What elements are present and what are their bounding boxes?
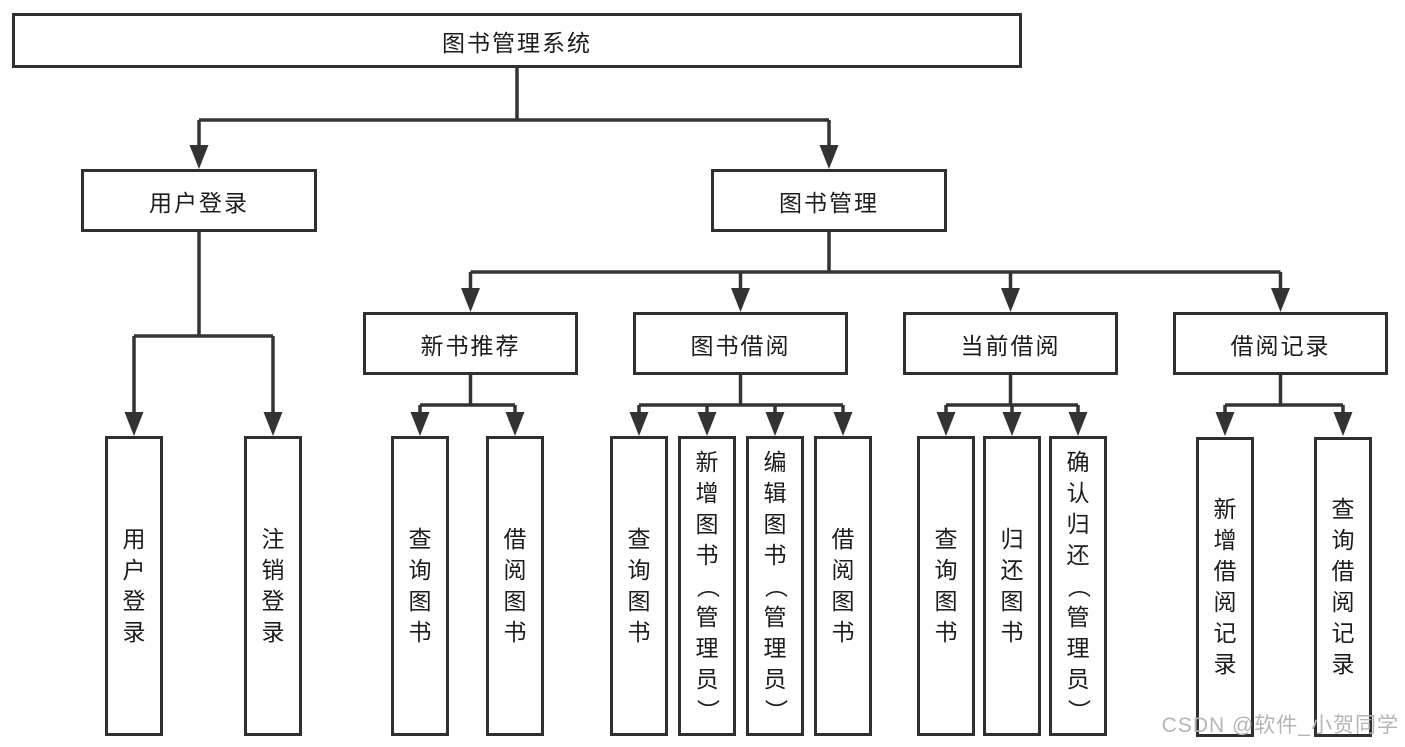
node-leaf-confirm-return-admin: 确认归还（管理员） xyxy=(1049,436,1107,736)
node-current-borrow-label: 当前借阅 xyxy=(960,332,1061,359)
node-leaf-borrow-query-books-label: 查询图书 xyxy=(627,526,651,645)
node-leaf-add-borrow-record-label: 新增借阅记录 xyxy=(1213,496,1237,677)
node-leaf-recommend-query-books-label: 查询图书 xyxy=(408,526,432,645)
node-book-borrow-label: 图书借阅 xyxy=(690,332,791,359)
node-current-borrow: 当前借阅 xyxy=(903,312,1118,375)
node-leaf-return-books: 归还图书 xyxy=(983,436,1041,736)
node-borrow-records-label: 借阅记录 xyxy=(1230,332,1331,359)
node-leaf-recommend-borrow-books-label: 借阅图书 xyxy=(503,526,527,645)
node-leaf-add-book-admin: 新增图书（管理员） xyxy=(678,436,736,736)
csdn-watermark: CSDN @软件_小贺同学 xyxy=(1161,714,1399,737)
node-user-login: 用户登录 xyxy=(81,169,317,232)
node-leaf-logout: 注销登录 xyxy=(244,436,302,736)
node-user-login-label: 用户登录 xyxy=(149,189,249,216)
node-leaf-edit-book-admin-label: 编辑图书（管理员） xyxy=(762,448,789,722)
node-leaf-query-borrow-record: 查询借阅记录 xyxy=(1314,437,1372,737)
node-root-system-label: 图书管理系统 xyxy=(442,29,592,56)
node-book-management-label: 图书管理 xyxy=(779,189,879,216)
node-borrow-records: 借阅记录 xyxy=(1173,312,1388,375)
node-new-book-recommend-label: 新书推荐 xyxy=(420,332,521,359)
node-leaf-borrow-books-label: 借阅图书 xyxy=(831,526,855,645)
node-leaf-user-login: 用户登录 xyxy=(105,436,163,736)
node-book-borrow: 图书借阅 xyxy=(633,312,848,375)
node-leaf-logout-label: 注销登录 xyxy=(261,526,285,645)
node-leaf-edit-book-admin: 编辑图书（管理员） xyxy=(746,436,804,736)
node-leaf-confirm-return-admin-label: 确认归还（管理员） xyxy=(1065,448,1092,722)
node-leaf-query-borrow-record-label: 查询借阅记录 xyxy=(1331,496,1355,677)
node-leaf-add-borrow-record: 新增借阅记录 xyxy=(1196,437,1254,737)
node-root-system: 图书管理系统 xyxy=(12,13,1022,68)
node-book-management: 图书管理 xyxy=(711,169,947,232)
node-leaf-current-query-books-label: 查询图书 xyxy=(934,526,958,645)
node-leaf-recommend-query-books: 查询图书 xyxy=(391,436,449,736)
node-leaf-recommend-borrow-books: 借阅图书 xyxy=(486,436,544,736)
node-leaf-user-login-label: 用户登录 xyxy=(122,526,146,645)
node-leaf-borrow-query-books: 查询图书 xyxy=(610,436,668,736)
node-new-book-recommend: 新书推荐 xyxy=(363,312,578,375)
node-leaf-borrow-books: 借阅图书 xyxy=(814,436,872,736)
node-leaf-current-query-books: 查询图书 xyxy=(917,436,975,736)
node-leaf-return-books-label: 归还图书 xyxy=(1000,526,1024,645)
node-leaf-add-book-admin-label: 新增图书（管理员） xyxy=(694,448,721,722)
